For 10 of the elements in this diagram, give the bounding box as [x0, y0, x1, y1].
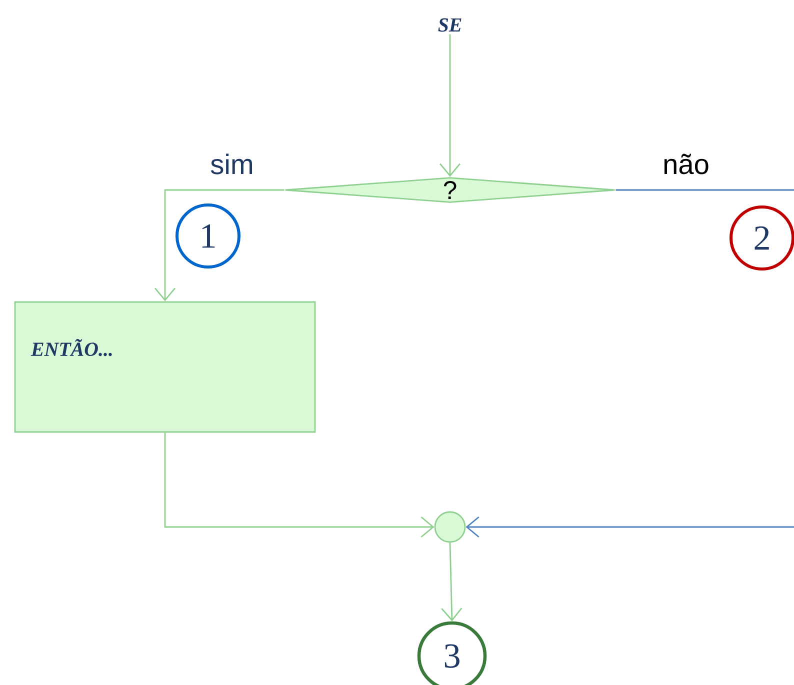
arrow	[466, 189, 794, 538]
arrow	[164, 432, 434, 538]
arrow	[154, 189, 284, 302]
arrow	[439, 34, 461, 177]
edge-label: não	[661, 152, 711, 176]
edge-label: sim	[208, 152, 256, 176]
arrow	[441, 542, 462, 622]
start-label: SE	[438, 18, 462, 32]
junction-circle	[434, 511, 466, 543]
process-box: ENTÃO...	[14, 301, 316, 433]
